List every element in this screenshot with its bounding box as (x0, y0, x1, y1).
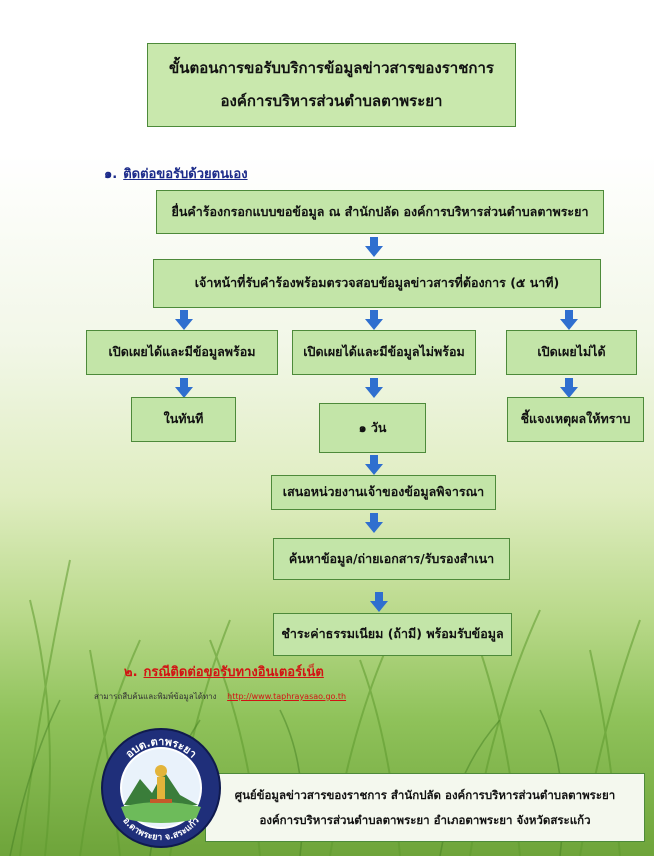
arrow-down-icon (365, 455, 383, 475)
result-one-day: ๑ วัน (319, 403, 426, 453)
result-immediate: ในทันที (131, 397, 236, 442)
website-link[interactable]: http://www.taphrayasao.go.th (227, 692, 347, 701)
branch-disclosable-ready: เปิดเผยได้และมีข้อมูลพร้อม (86, 330, 278, 375)
step-propose-label: เสนอหน่วยงานเจ้าของข้อมูลพิจารณา (282, 484, 485, 500)
result-one-day-label: ๑ วัน (358, 419, 387, 435)
step-submit-request: ยื่นคำร้องกรอกแบบขอข้อมูล ณ สำนักปลัด อง… (156, 190, 604, 234)
section-2-number: ๒. (124, 665, 138, 680)
internet-search-line: สามารถสืบค้นและพิมพ์ข้อมูลได้ทาง http://… (94, 690, 346, 703)
section-1-label: ติดต่อขอรับด้วยตนเอง (123, 167, 248, 182)
step-propose-owner: เสนอหน่วยงานเจ้าของข้อมูลพิจารณา (271, 475, 496, 510)
footer-line-1: ศูนย์ข้อมูลข่าวสารของราชการ สำนักปลัด อง… (234, 788, 616, 803)
branch-ready-label: เปิดเผยได้และมีข้อมูลพร้อม (108, 344, 256, 360)
step-pay-fee: ชำระค่าธรรมเนียม (ถ้ามี) พร้อมรับข้อมูล (273, 613, 512, 656)
arrow-down-icon (365, 513, 383, 533)
arrow-down-icon (370, 592, 388, 612)
step-search-copy-label: ค้นหาข้อมูล/ถ่ายเอกสาร/รับรองสำเนา (288, 550, 495, 566)
arrow-down-icon (175, 378, 193, 398)
arrow-down-icon (175, 310, 193, 330)
arrow-down-icon (365, 310, 383, 330)
title-box: ขั้นตอนการขอรับบริการข้อมูลข่าวสารของราช… (147, 43, 516, 127)
section-2-label: กรณีติดต่อขอรับทางอินเตอร์เน็ต (143, 665, 324, 680)
title-line-1: ขั้นตอนการขอรับบริการข้อมูลข่าวสารของราช… (169, 58, 494, 77)
organization-seal-logo: อบต.ตาพระยา อ.ตาพระยา จ.สระแก้ว (101, 728, 221, 848)
arrow-down-icon (365, 378, 383, 398)
branch-disclosable-not-ready: เปิดเผยได้และมีข้อมูลไม่พร้อม (292, 330, 476, 375)
step-review-label: เจ้าหน้าที่รับคำร้องพร้อมตรวจสอบข้อมูลข่… (194, 275, 560, 291)
footer-info-box: ศูนย์ข้อมูลข่าวสารของราชการ สำนักปลัด อง… (205, 773, 645, 842)
result-explain-label: ชี้แจงเหตุผลให้ทราบ (520, 411, 631, 427)
result-immediate-label: ในทันที (163, 411, 204, 427)
title-line-2: องค์การบริหารส่วนตำบลตาพระยา (220, 92, 443, 110)
section-2-heading: ๒. กรณีติดต่อขอรับทางอินเตอร์เน็ต (124, 661, 324, 682)
step-submit-label: ยื่นคำร้องกรอกแบบขอข้อมูล ณ สำนักปลัด อง… (171, 203, 589, 219)
step-review-request: เจ้าหน้าที่รับคำร้องพร้อมตรวจสอบข้อมูลข่… (153, 259, 601, 308)
arrow-down-icon (365, 237, 383, 257)
footer-line-2: องค์การบริหารส่วนตำบลตาพระยา อำเภอตาพระย… (259, 812, 591, 827)
branch-not-ready-label: เปิดเผยได้และมีข้อมูลไม่พร้อม (303, 344, 465, 360)
branch-denied-label: เปิดเผยไม่ได้ (537, 344, 606, 360)
section-1-heading: ๑. ติดต่อขอรับด้วยตนเอง (104, 163, 248, 184)
arrow-down-icon (560, 310, 578, 330)
section-1-number: ๑. (104, 167, 118, 182)
branch-not-disclosable: เปิดเผยไม่ได้ (506, 330, 637, 375)
step-search-copy: ค้นหาข้อมูล/ถ่ายเอกสาร/รับรองสำเนา (273, 538, 510, 580)
arrow-down-icon (560, 378, 578, 398)
search-instruction-text: สามารถสืบค้นและพิมพ์ข้อมูลได้ทาง (94, 692, 217, 701)
step-pay-fee-label: ชำระค่าธรรมเนียม (ถ้ามี) พร้อมรับข้อมูล (281, 626, 504, 642)
result-explain-reason: ชี้แจงเหตุผลให้ทราบ (507, 397, 644, 442)
